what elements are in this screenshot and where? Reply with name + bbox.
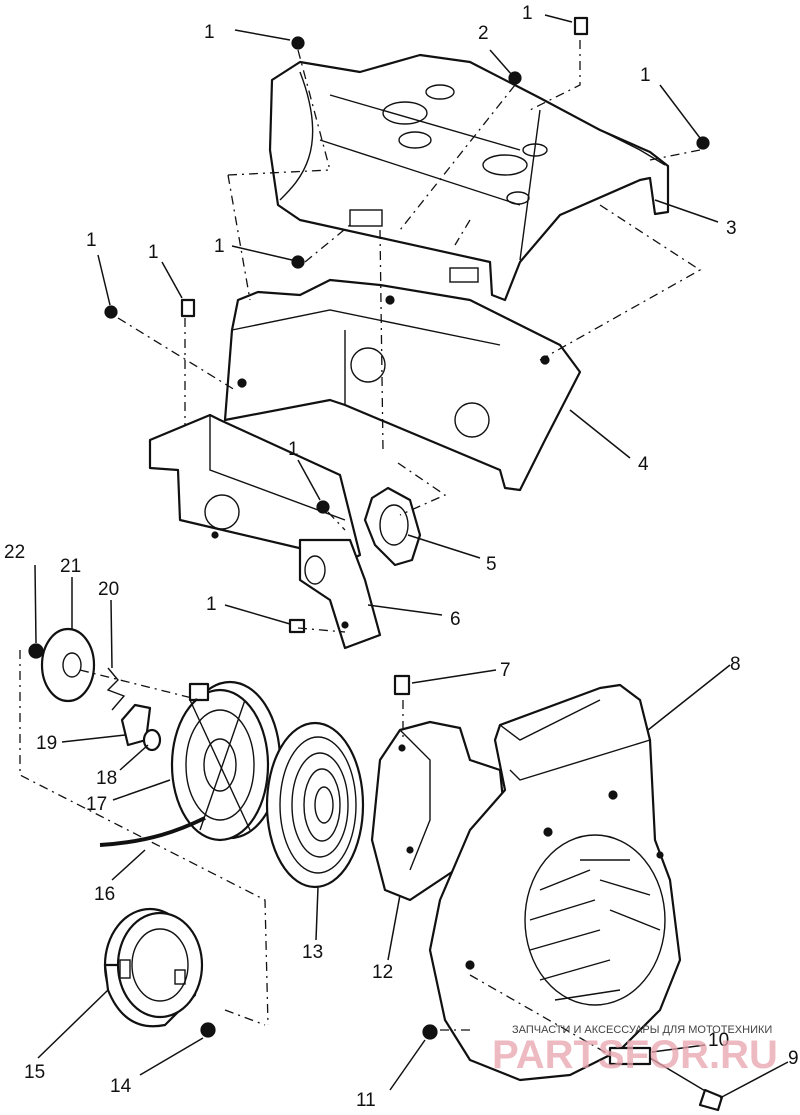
part-13-recoil-spring xyxy=(265,721,365,889)
callout-12: 12 xyxy=(372,962,393,983)
callout-labels: 1 1 2 1 3 1 1 1 4 1 5 22 21 20 1 6 7 8 1… xyxy=(4,3,799,1111)
part-17-pulley xyxy=(170,680,282,842)
callout-10: 10 xyxy=(708,1030,729,1051)
callout-7: 7 xyxy=(500,660,511,681)
callout-5: 5 xyxy=(486,554,497,575)
part-4-lower-shroud xyxy=(148,278,582,562)
callout-13: 13 xyxy=(302,942,323,963)
callout-9: 9 xyxy=(788,1048,799,1069)
watermark-brand: PARTSFOR.RU xyxy=(492,1033,778,1077)
callout-14: 14 xyxy=(110,1076,132,1097)
part-15-cup xyxy=(103,907,204,1028)
callout-1: 1 xyxy=(86,230,97,251)
callout-16: 16 xyxy=(94,884,115,905)
callout-18: 18 xyxy=(96,768,117,789)
callout-1: 1 xyxy=(148,242,159,263)
callout-1: 1 xyxy=(214,236,225,257)
callout-1: 2 xyxy=(478,23,489,44)
part-6-bracket xyxy=(298,538,382,650)
callout-4: 4 xyxy=(638,454,649,475)
leader-lines xyxy=(34,14,789,1099)
callout-1: 1 xyxy=(204,22,215,43)
part-16-rope xyxy=(99,816,206,847)
callout-1: 1 xyxy=(206,594,217,615)
callout-15: 15 xyxy=(24,1062,45,1083)
callout-19: 19 xyxy=(36,733,57,754)
assembly-lines xyxy=(19,40,702,1056)
callout-17: 17 xyxy=(86,794,107,815)
callout-21: 21 xyxy=(60,556,81,577)
callout-1: 1 xyxy=(640,65,651,86)
part-20-spring-clip xyxy=(106,667,126,711)
callout-6: 6 xyxy=(450,609,461,630)
callout-3: 3 xyxy=(726,218,737,239)
part-5-gasket xyxy=(363,486,422,567)
watermark: ЗАПЧАСТИ И АКСЕССУАРЫ ДЛЯ МОТОТЕХНИКИ PA… xyxy=(492,1024,778,1077)
callout-11: 11 xyxy=(356,1090,376,1111)
part-9-10-bolt xyxy=(608,1046,724,1112)
callout-1: 1 xyxy=(288,439,299,460)
callout-20: 20 xyxy=(98,579,119,600)
callout-8: 8 xyxy=(730,654,741,675)
part-21-washer xyxy=(40,627,96,703)
part-18-19-pawl xyxy=(120,703,162,752)
watermark-caption: ЗАПЧАСТИ И АКСЕССУАРЫ ДЛЯ МОТОТЕХНИКИ xyxy=(512,1024,772,1036)
fasteners xyxy=(28,16,710,1040)
callout-2: 1 xyxy=(522,3,533,24)
callout-22: 22 xyxy=(4,542,25,563)
part-3-upper-shroud xyxy=(268,53,670,302)
part-8-fan-shroud xyxy=(428,683,682,1082)
